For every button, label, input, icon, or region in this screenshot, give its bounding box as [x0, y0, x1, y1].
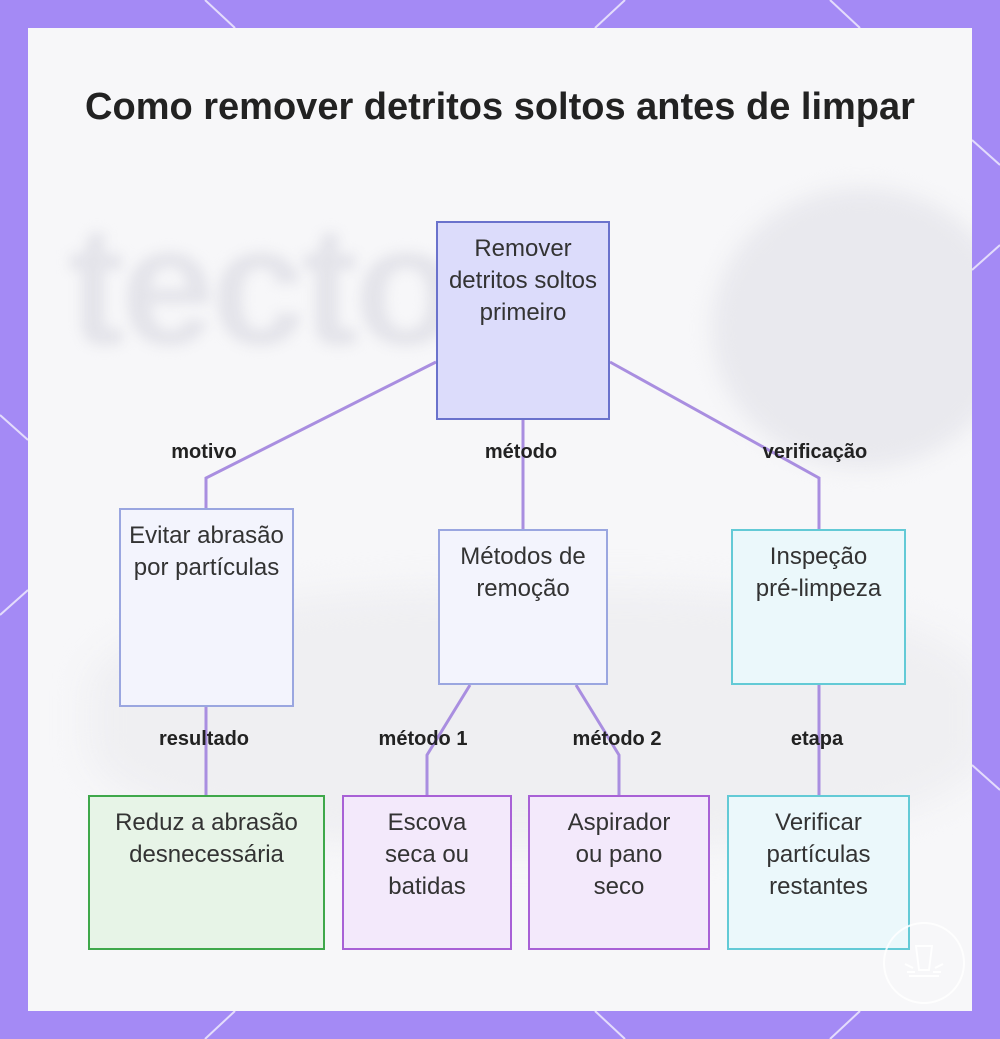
edge-methods-method2 — [574, 684, 621, 795]
node-methods: Métodos de remoção — [438, 529, 608, 685]
background-blur — [712, 188, 972, 468]
node-root-label: Remover detritos soltos primeiro — [448, 235, 598, 326]
edge-methods-method1 — [425, 684, 472, 795]
edge-label-metodo: método — [484, 441, 558, 463]
diagram-title: Como remover detritos soltos antes de li… — [85, 86, 915, 128]
edge-label-motivo: motivo — [171, 441, 237, 463]
watermark-logo — [883, 922, 965, 1004]
node-methods-label: Métodos de remoção — [460, 543, 586, 602]
node-root: Remover detritos soltos primeiro — [436, 221, 610, 420]
edge-label-etapa: etapa — [790, 728, 844, 750]
node-verify: Verificar partículas restantes — [727, 795, 910, 950]
node-reason-label: Evitar abrasão por partículas — [129, 522, 284, 581]
node-inspection-label: Inspeção pré-limpeza — [755, 543, 882, 602]
node-method2: Aspirador ou pano seco — [528, 795, 710, 950]
background-watermark-text: tecto — [68, 191, 458, 381]
node-reason: Evitar abrasão por partículas — [119, 508, 294, 707]
edge-root-reason — [204, 360, 437, 508]
node-verify-label: Verificar partículas restantes — [766, 809, 871, 900]
node-result-label: Reduz a abrasão desnecessária — [115, 809, 298, 868]
lamp-icon — [904, 945, 944, 977]
edge-root-inspection — [609, 360, 821, 529]
node-method1: Escova seca ou batidas — [342, 795, 512, 950]
node-method1-label: Escova seca ou batidas — [384, 809, 470, 900]
node-inspection: Inspeção pré-limpeza — [731, 529, 906, 685]
edge-label-metodo-1: método 1 — [378, 728, 468, 750]
node-method2-label: Aspirador ou pano seco — [567, 809, 671, 900]
node-result: Reduz a abrasão desnecessária — [88, 795, 325, 950]
edge-label-verificacao: verificação — [762, 441, 868, 463]
edge-label-resultado: resultado — [158, 728, 250, 750]
edge-label-metodo-2: método 2 — [572, 728, 662, 750]
